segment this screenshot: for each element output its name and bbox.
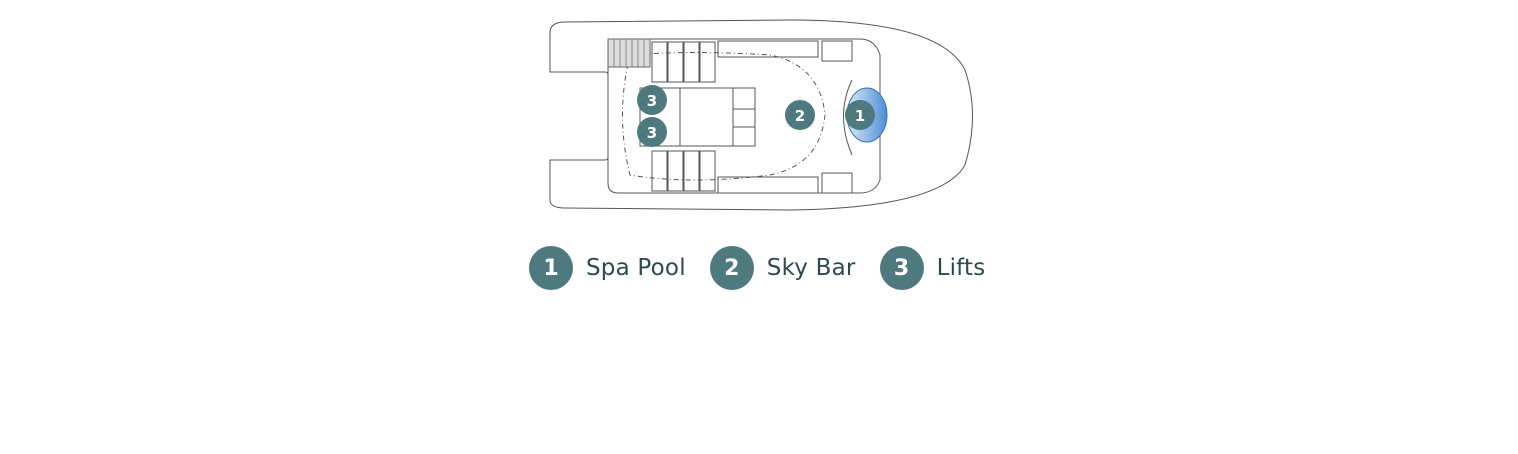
marker-3-icon: 3	[637, 117, 667, 147]
legend-label: Sky Bar	[766, 255, 856, 281]
stairs	[607, 38, 651, 68]
marker-1-icon: 1	[845, 100, 875, 130]
number-badge-icon: 3	[879, 246, 924, 290]
hull-outline	[549, 19, 973, 211]
legend: 1 Spa Pool 2 Sky Bar 3 Lifts	[529, 246, 1009, 290]
legend-item-lifts: 3 Lifts	[879, 246, 986, 290]
legend-label: Spa Pool	[586, 255, 686, 281]
svg-text:3: 3	[647, 92, 657, 110]
deck-outline	[607, 38, 881, 194]
deck-plan-diagram: 1 2 3 3	[549, 19, 973, 211]
legend-item-sky-bar: 2 Sky Bar	[709, 246, 856, 290]
svg-text:3: 3	[647, 124, 657, 142]
number-badge-icon: 1	[529, 246, 573, 290]
walking-track	[622, 52, 826, 181]
marker-2-icon: 2	[785, 100, 815, 130]
legend-label: Lifts	[936, 255, 986, 281]
legend-item-spa-pool: 1 Spa Pool	[529, 246, 686, 290]
marker-3-icon: 3	[637, 85, 667, 115]
svg-text:1: 1	[855, 107, 865, 125]
number-badge-icon: 2	[709, 246, 754, 290]
svg-text:2: 2	[795, 107, 805, 125]
